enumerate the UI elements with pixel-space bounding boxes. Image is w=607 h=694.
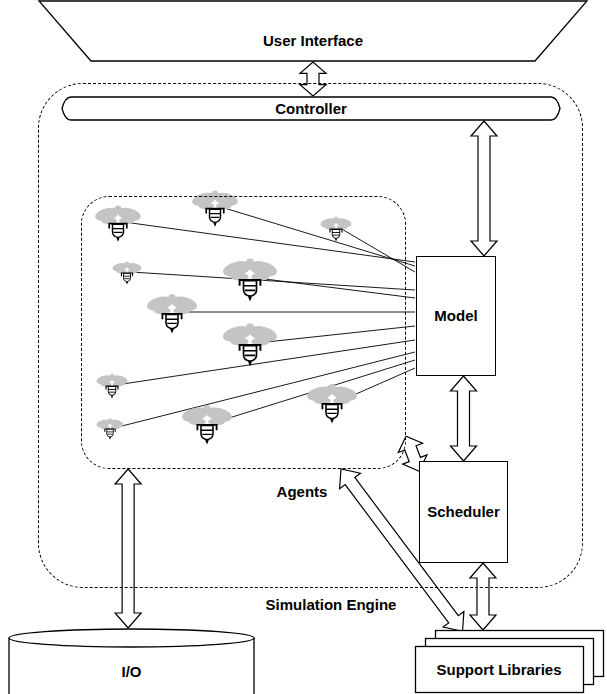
double-arrow: [470, 563, 496, 630]
node-label: Simulation Engine: [263, 596, 400, 614]
bee-icon: [319, 217, 352, 242]
double-arrow: [115, 469, 141, 628]
agent-link: [178, 312, 415, 313]
bee-icon: [96, 418, 125, 439]
outline: [416, 647, 584, 693]
bee-icon: [221, 259, 278, 302]
node-label: Scheduler: [427, 503, 500, 521]
node-label: Support Libraries: [436, 661, 561, 679]
agent-link: [213, 360, 415, 423]
node-label: I/O: [121, 663, 141, 681]
double-arrow: [300, 62, 326, 96]
node-label: User Interface: [263, 32, 363, 50]
agent-link: [340, 228, 415, 272]
bee-icon: [95, 374, 128, 399]
interface-trapezoid-outline: [38, 0, 588, 62]
outline: [9, 629, 254, 694]
bee-icon: [181, 405, 234, 445]
agent-link: [221, 207, 415, 266]
engine-region: ControllerAgentsModelSchedulerSimulation…: [38, 83, 583, 588]
storage-cylinder-outline: [8, 628, 255, 694]
outline: [9, 638, 254, 647]
agent-link: [114, 352, 415, 428]
interface-trapezoid: User Interface: [38, 0, 588, 62]
bee-icon: [146, 294, 199, 334]
agent-link: [257, 278, 415, 298]
component-box: Model: [416, 256, 496, 376]
node-label: Agents: [274, 483, 331, 501]
agent-link: [124, 222, 415, 262]
agent-links: [114, 207, 415, 428]
storage-cylinder: I/O: [8, 628, 255, 694]
component-box: Scheduler: [419, 461, 508, 563]
double-arrow: [471, 121, 497, 256]
bee-icon: [94, 206, 142, 242]
bee-icon: [306, 384, 359, 424]
agent-link: [116, 340, 415, 385]
outline: [62, 97, 560, 120]
agent-group: Agents: [81, 196, 406, 469]
double-arrow: [451, 376, 477, 461]
bee-icon: [221, 324, 278, 367]
node-label: Model: [434, 307, 477, 325]
library-stack: Support Libraries: [415, 630, 605, 694]
bees: [94, 191, 359, 445]
controller-band: Controller: [61, 96, 561, 121]
node-label: Controller: [275, 100, 347, 118]
bee-icon: [112, 262, 143, 285]
outline: [39, 1, 587, 61]
agent-link: [257, 326, 415, 343]
